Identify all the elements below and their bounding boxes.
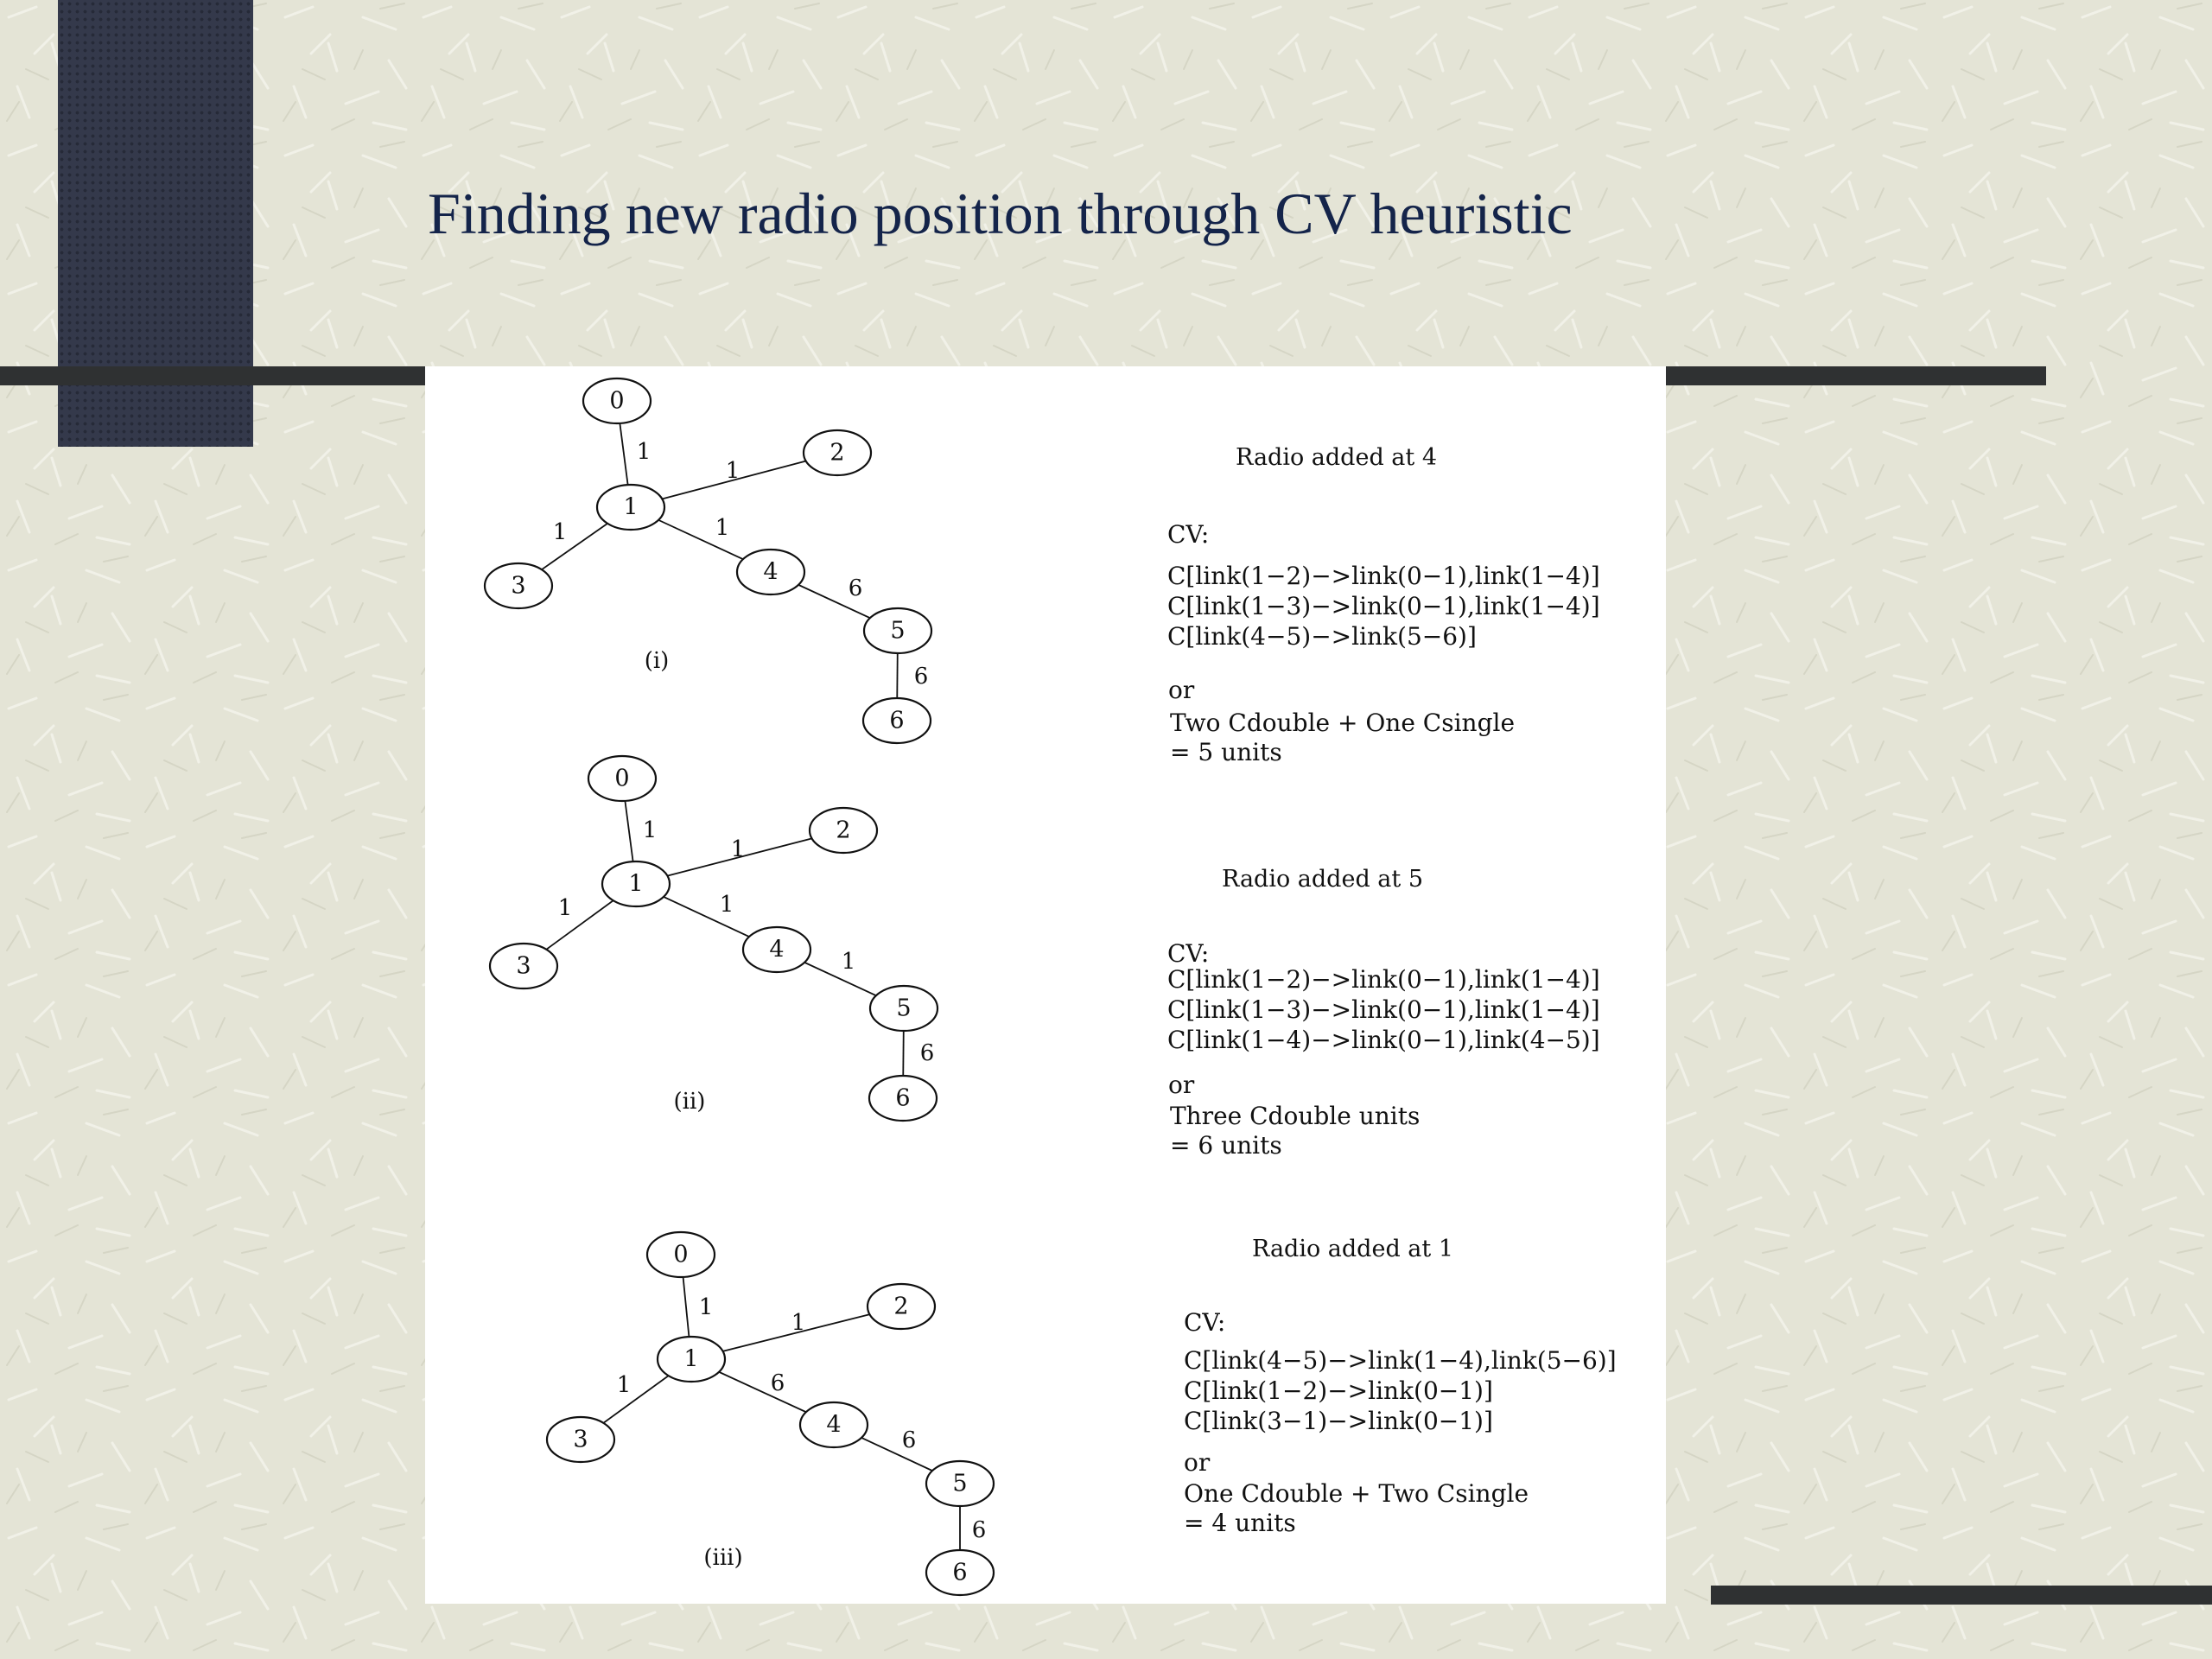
node-label-4: 4	[763, 559, 778, 586]
node-0	[587, 754, 658, 803]
node-5	[868, 984, 939, 1033]
node-label-1: 1	[623, 494, 638, 521]
edge-1-2	[690, 1306, 902, 1360]
edge-label-1-4: 1	[715, 515, 730, 541]
node-5	[862, 607, 933, 655]
edge-label-4-5: 6	[902, 1427, 917, 1453]
cv-cost-line: C[link(1−4)−>link(0−1),link(4−5)]	[1167, 1026, 1600, 1054]
radio-added-heading: Radio added at 4	[1236, 444, 1438, 471]
cv-cost-line: C[link(1−3)−>link(0−1),link(1−4)]	[1167, 995, 1600, 1024]
edge-label-1-3: 1	[553, 519, 568, 545]
diagram-caption: (i)	[645, 648, 670, 674]
decorative-bar-bottom	[1711, 1586, 2212, 1605]
radio-added-heading: Radio added at 5	[1222, 866, 1424, 893]
diagram-caption: (iii)	[703, 1545, 742, 1571]
slide-title: Finding new radio position through CV he…	[428, 181, 1573, 246]
node-2	[808, 806, 879, 855]
edge-label-1-4: 6	[771, 1370, 785, 1396]
node-label-3: 3	[573, 1427, 588, 1453]
cv-cost-line: C[link(3−1)−>link(0−1)]	[1184, 1407, 1493, 1435]
cv-cost-line: C[link(4−5)−>link(1−4),link(5−6)]	[1184, 1346, 1617, 1375]
node-4	[798, 1401, 869, 1449]
node-3	[545, 1415, 616, 1464]
edge-label-0-1: 1	[643, 817, 658, 843]
cv-cost-line: C[link(1−2)−>link(0−1)]	[1184, 1376, 1493, 1405]
node-6	[868, 1074, 938, 1122]
node-label-0: 0	[614, 766, 629, 792]
cost-summary: Three Cdouble units	[1170, 1102, 1421, 1130]
cv-label: CV:	[1184, 1308, 1226, 1337]
node-label-6: 6	[895, 1085, 910, 1112]
edge-label-1-2: 1	[791, 1310, 806, 1336]
node-1	[595, 483, 666, 531]
cost-result: = 6 units	[1170, 1131, 1282, 1160]
node-label-4: 4	[826, 1412, 841, 1439]
node-label-1: 1	[628, 871, 643, 898]
cost-summary: One Cdouble + Two Csingle	[1184, 1479, 1529, 1508]
node-label-5: 5	[896, 995, 911, 1022]
cost-result: = 4 units	[1184, 1509, 1296, 1537]
node-4	[735, 548, 806, 596]
node-label-2: 2	[830, 440, 844, 467]
cv-label: CV:	[1167, 520, 1210, 549]
edge-label-4-5: 6	[849, 575, 863, 601]
node-3	[488, 942, 559, 990]
edge-label-0-1: 1	[637, 439, 652, 465]
cv-label: CV:	[1167, 939, 1210, 968]
node-1	[656, 1335, 727, 1383]
or-label: or	[1168, 676, 1195, 704]
node-3	[483, 562, 554, 610]
node-4	[741, 925, 812, 974]
edge-label-5-6: 6	[972, 1517, 987, 1543]
cv-cost-line: C[link(1−2)−>link(0−1),link(1−4)]	[1167, 562, 1600, 590]
cv-cost-line: C[link(1−2)−>link(0−1),link(1−4)]	[1167, 965, 1600, 994]
cv-cost-line: C[link(1−3)−>link(0−1),link(1−4)]	[1167, 592, 1600, 620]
node-label-2: 2	[836, 817, 850, 844]
diagram-caption: (ii)	[674, 1089, 706, 1115]
edge-label-4-5: 1	[842, 949, 856, 975]
decorative-bar-left	[0, 366, 425, 385]
node-0	[582, 377, 652, 425]
or-label: or	[1168, 1071, 1195, 1099]
node-0	[645, 1230, 716, 1279]
edge-label-1-3: 1	[617, 1372, 632, 1398]
cost-result: = 5 units	[1170, 738, 1282, 766]
edge-label-1-2: 1	[726, 458, 741, 484]
node-5	[925, 1459, 995, 1508]
decorative-bar-right	[1666, 366, 2046, 385]
node-label-3: 3	[511, 573, 525, 600]
node-label-6: 6	[889, 708, 904, 734]
edge-1-2	[630, 452, 838, 508]
radio-added-heading: Radio added at 1	[1252, 1236, 1454, 1262]
node-label-0: 0	[673, 1242, 688, 1268]
node-label-4: 4	[769, 937, 784, 963]
or-label: or	[1184, 1448, 1211, 1477]
node-6	[925, 1548, 995, 1597]
cost-summary: Two Cdouble + One Csingle	[1170, 709, 1516, 737]
cv-cost-line: C[link(4−5)−>link(5−6)]	[1167, 622, 1477, 651]
edge-label-1-2: 1	[731, 836, 746, 862]
node-2	[866, 1282, 937, 1331]
node-2	[802, 429, 873, 477]
edge-label-0-1: 1	[699, 1294, 714, 1320]
edge-label-1-4: 1	[720, 892, 734, 918]
node-label-1: 1	[683, 1346, 698, 1373]
node-6	[861, 696, 932, 745]
edge-label-1-3: 1	[558, 895, 573, 921]
node-label-2: 2	[893, 1294, 908, 1320]
node-label-5: 5	[952, 1471, 967, 1497]
edge-label-5-6: 6	[914, 664, 929, 690]
edge-label-5-6: 6	[920, 1040, 935, 1066]
node-label-3: 3	[516, 953, 531, 980]
node-label-0: 0	[609, 388, 624, 415]
node-label-6: 6	[952, 1560, 967, 1586]
node-1	[601, 860, 671, 908]
edge-1-2	[635, 830, 844, 885]
node-label-5: 5	[890, 618, 905, 645]
